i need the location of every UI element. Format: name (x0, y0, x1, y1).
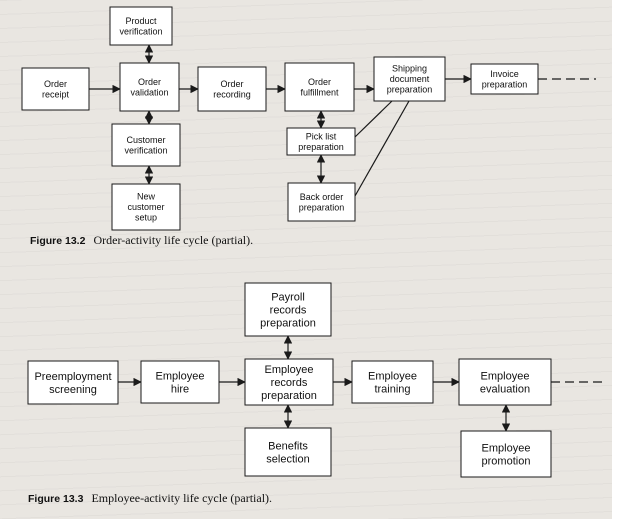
node-label-line: preparation (260, 317, 316, 329)
node-box (111, 183, 181, 231)
node-box (111, 123, 181, 167)
node-label-line: document (390, 74, 430, 84)
node-label-line: preparation (261, 390, 317, 402)
node-label-line: evaluation (480, 383, 530, 395)
edge-pick-list-to-shipping (354, 100, 393, 138)
node-label-line: screening (49, 384, 97, 396)
node-label-line: receipt (42, 89, 70, 99)
node-label-line: Order (138, 77, 161, 87)
node-box (286, 127, 356, 156)
node-label-line: Order (220, 79, 243, 89)
node-label-line: New (137, 192, 156, 202)
node-box (373, 56, 446, 102)
figure-13-3-nodes: PayrollrecordspreparationPreemploymentsc… (27, 282, 552, 478)
figure-13-2-caption: Figure 13.2 Order-activity life cycle (pa… (30, 233, 253, 248)
node-label-line: Benefits (268, 440, 308, 452)
node-box (287, 182, 356, 222)
node-label-line: hire (171, 383, 189, 395)
edge-back-order-to-shipping (354, 100, 410, 197)
node-label-line: Back order (300, 192, 344, 202)
node-label-line: preparation (299, 202, 345, 212)
node-label-line: training (374, 383, 410, 395)
node-box (197, 66, 267, 112)
node-label-line: verification (119, 26, 162, 36)
node-label-line: records (271, 377, 308, 389)
node-label-line: Preemployment (34, 371, 111, 383)
node-label-line: selection (266, 453, 309, 465)
figure-13-3-caption: Figure 13.3 Employee-activity life cycle … (28, 491, 272, 506)
node-label-line: verification (124, 145, 167, 155)
node-box (351, 360, 434, 404)
node-label-line: Invoice (490, 69, 519, 79)
node-label-line: preparation (387, 85, 433, 95)
node-label-line: Order (44, 79, 67, 89)
node-label-line: Employee (368, 370, 417, 382)
node-label-line: records (270, 304, 307, 316)
node-label-line: Order (308, 77, 331, 87)
figure-13-2-nodes: ProductverificationOrderreceiptOrdervali… (21, 6, 539, 231)
node-box (460, 430, 552, 478)
node-label-line: Pick list (306, 131, 337, 141)
figure-13-2-edges (89, 44, 596, 197)
figure-13-3-number: Figure 13.3 (28, 493, 84, 505)
node-label-line: preparation (298, 142, 344, 152)
node-label-line: customer (127, 202, 164, 212)
node-label-line: recording (213, 89, 251, 99)
figure-13-2-title: Order-activity life cycle (partial). (93, 233, 254, 247)
node-label-line: setup (135, 213, 157, 223)
node-box (244, 282, 332, 337)
node-box (27, 360, 119, 405)
node-box (284, 62, 355, 112)
node-label-line: Employee (482, 442, 531, 454)
node-box (140, 360, 220, 404)
figure-13-3-title: Employee-activity life cycle (partial). (91, 491, 273, 505)
node-label-line: Payroll (271, 291, 305, 303)
node-label-line: Employee (481, 370, 530, 382)
node-label-line: preparation (482, 79, 528, 89)
figure-13-2-number: Figure 13.2 (30, 235, 86, 247)
node-box (244, 427, 332, 477)
node-label-line: promotion (482, 455, 531, 467)
node-label-line: Customer (126, 135, 165, 145)
node-label-line: Shipping (392, 64, 427, 74)
node-label-line: fulfillment (300, 87, 339, 97)
node-label-line: validation (130, 87, 168, 97)
node-box (458, 358, 552, 406)
node-box (109, 6, 173, 46)
figure-13-3-edges (118, 335, 602, 432)
node-box (119, 62, 180, 112)
node-box (470, 63, 539, 95)
node-label-line: Employee (265, 364, 314, 376)
node-label-line: Employee (156, 370, 205, 382)
scan-margin (612, 0, 625, 519)
node-box (244, 358, 334, 406)
node-label-line: Product (125, 16, 157, 26)
node-box (21, 67, 90, 111)
